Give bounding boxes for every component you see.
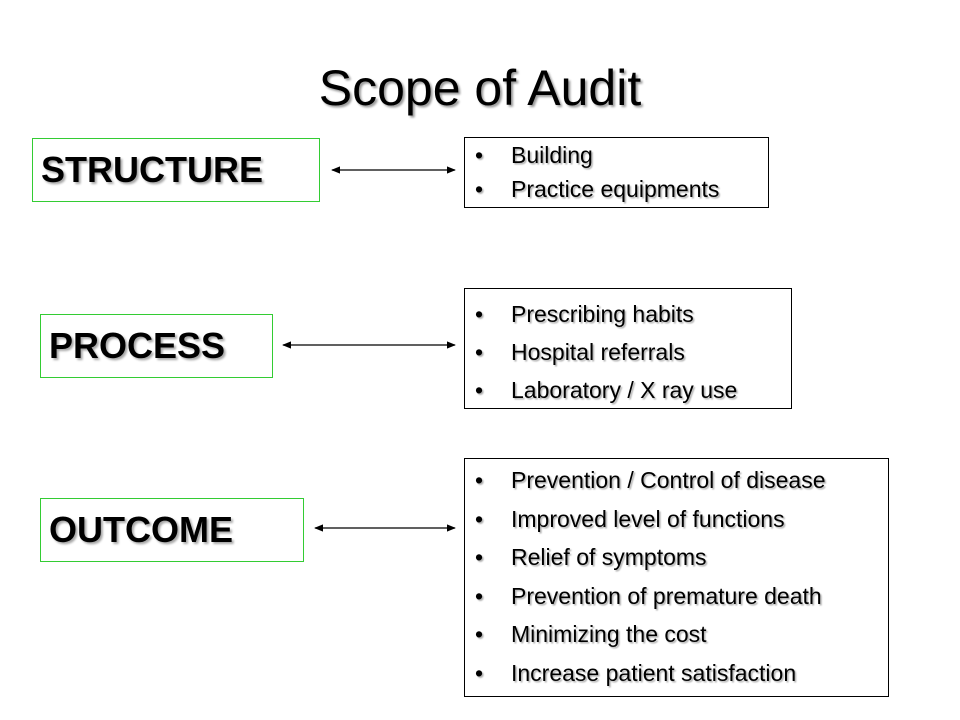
process-label: PROCESS (49, 325, 226, 366)
list-item: •Improved level of functions (465, 500, 888, 539)
bullet-icon: • (475, 142, 484, 168)
structure-label: STRUCTURE (41, 149, 263, 190)
slide-title: Scope of Audit (318, 60, 642, 116)
list-item: •Hospital referrals (465, 333, 791, 371)
bullet-icon: • (475, 621, 484, 647)
outcome-items-box: •Prevention / Control of disease •Improv… (464, 458, 889, 697)
outcome-label: OUTCOME (49, 509, 233, 550)
process-items-box: •Prescribing habits •Hospital referrals … (464, 288, 792, 409)
list-item: •Minimizing the cost (465, 615, 888, 654)
outcome-item-list: •Prevention / Control of disease •Improv… (465, 459, 888, 692)
bullet-icon: • (475, 505, 484, 532)
bullet-icon: • (475, 377, 484, 403)
bullet-icon: • (475, 467, 484, 493)
list-item: •Relief of symptoms (465, 538, 888, 577)
outcome-label-box: OUTCOME (40, 498, 304, 562)
list-item: •Increase patient satisfaction (465, 654, 888, 693)
list-item: •Building (465, 138, 768, 172)
list-item: •Prevention / Control of disease (465, 461, 888, 500)
bullet-icon: • (475, 339, 484, 365)
list-item: •Prescribing habits (465, 295, 791, 333)
bullet-icon: • (475, 301, 484, 327)
process-item-list: •Prescribing habits •Hospital referrals … (465, 289, 791, 409)
list-item: •Laboratory / X ray use (465, 371, 791, 409)
process-label-box: PROCESS (40, 314, 273, 378)
list-item: •Practice equipments (465, 172, 768, 206)
bullet-icon: • (475, 659, 484, 686)
list-item: •Prevention of premature death (465, 577, 888, 616)
structure-label-box: STRUCTURE (32, 138, 320, 202)
bullet-icon: • (475, 176, 484, 202)
structure-items-box: •Building •Practice equipments (464, 137, 769, 208)
bullet-icon: • (475, 544, 484, 570)
structure-item-list: •Building •Practice equipments (465, 138, 768, 206)
bullet-icon: • (475, 582, 484, 609)
